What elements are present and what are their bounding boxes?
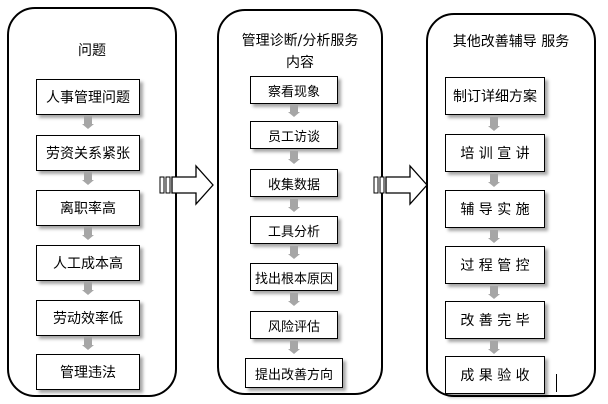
step-training: 培 训 宣 讲 [445,134,545,172]
step-label: 找出根本原因 [254,271,333,287]
column-title-diagnosis-line2: 内容 [286,55,314,71]
block-arrow-right-icon [159,164,214,206]
step-label: 离职率高 [60,201,116,217]
step-label: 劳动效率低 [53,311,123,327]
step-label: 培 训 宣 讲 [460,146,530,162]
step-low-efficiency: 劳动效率低 [36,300,140,336]
step-observe: 察看现象 [250,76,338,104]
step-label: 提出改善方向 [254,367,333,383]
column-title-diagnosis-line1: 管理诊断/分析服务 [241,33,359,49]
step-label: 风险评估 [267,319,320,335]
step-coaching: 辅 导 实 施 [445,190,545,228]
step-label: 人工成本高 [53,256,123,272]
step-high-turnover: 离职率高 [36,190,140,226]
step-improvement-done: 改 善 完 毕 [445,301,545,339]
column-title-improvement: 其他改善辅导 服务 [452,34,570,50]
step-improvement-direction: 提出改善方向 [245,358,343,388]
text-cursor [556,374,557,392]
step-label: 劳资关系紧张 [46,146,130,162]
step-label: 察看现象 [267,84,320,100]
step-detailed-plan: 制订详细方案 [445,77,545,115]
step-tool-analysis: 工具分析 [250,216,338,244]
step-label: 人事管理问题 [46,90,130,106]
step-label: 成 果 验 收 [460,368,530,384]
step-label: 工具分析 [267,224,320,240]
step-high-labor-cost: 人工成本高 [36,245,140,281]
step-acceptance: 成 果 验 收 [445,356,545,394]
step-label: 管理违法 [60,365,116,381]
block-arrow-right-icon [373,164,428,206]
step-label: 制订详细方案 [453,89,537,105]
step-process-control: 过 程 管 控 [445,246,545,284]
step-label: 辅 导 实 施 [460,202,530,218]
column-title-problems: 问题 [78,43,106,59]
step-label: 收集数据 [267,177,320,193]
step-hr-management-issue: 人事管理问题 [36,79,140,115]
step-management-violation: 管理违法 [36,354,140,390]
step-label: 改 善 完 毕 [460,313,530,329]
step-risk-assessment: 风险评估 [250,311,338,339]
step-label: 员工访谈 [267,129,320,145]
step-interview: 员工访谈 [250,121,338,149]
step-collect-data: 收集数据 [250,169,338,197]
step-labor-tension: 劳资关系紧张 [36,135,140,171]
step-label: 过 程 管 控 [460,258,530,274]
step-root-cause: 找出根本原因 [250,263,338,291]
